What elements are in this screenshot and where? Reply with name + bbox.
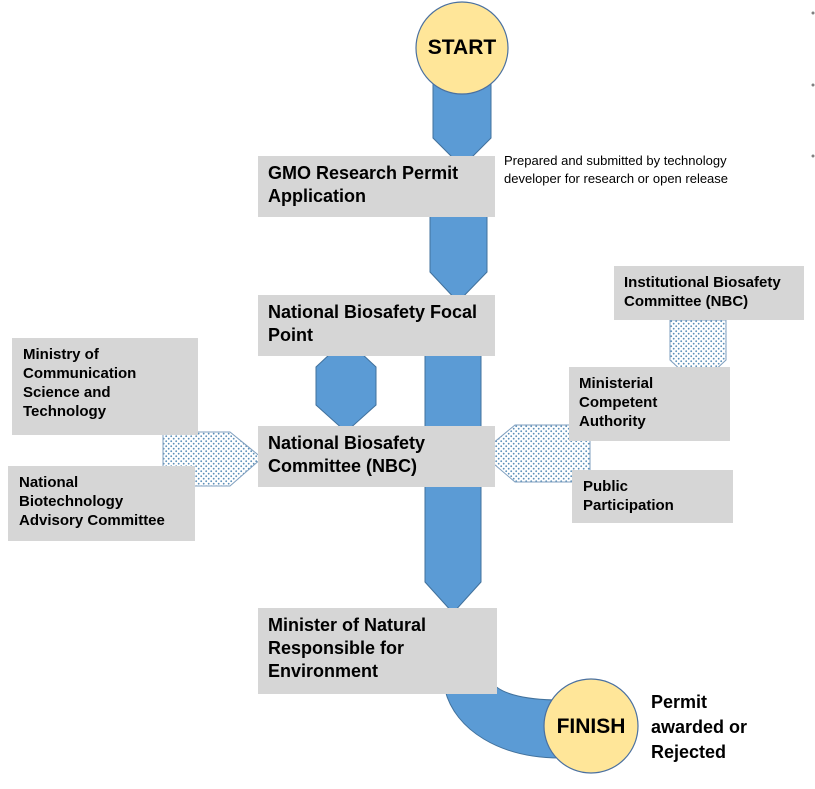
node-ibc: Institutional Biosafety Committee (NBC): [614, 266, 804, 320]
edge-dots: [811, 11, 815, 158]
node-ministry-communication: Ministry of Communication Science and Te…: [12, 338, 198, 435]
node-public-participation: Public Participation: [572, 470, 733, 523]
node-minister: Minister of Natural Responsible for Envi…: [258, 608, 497, 694]
finish-label: FINISH: [556, 715, 626, 738]
start-label: START: [427, 36, 497, 59]
node-nbc: National Biosafety Committee (NBC): [258, 426, 495, 487]
node-gmo-application: GMO Research Permit Application: [258, 156, 495, 217]
node-focal-point: National Biosafety Focal Point: [258, 295, 495, 356]
node-competent-authority: Ministerial Competent Authority: [569, 367, 730, 441]
start-circle: [415, 1, 509, 95]
finish-circle: [543, 678, 639, 774]
finish-note: Permit awarded or Rejected: [651, 692, 748, 762]
arrow-application-to-focal: [429, 215, 488, 303]
node-nbac: National Biotechnology Advisory Committe…: [8, 466, 195, 541]
application-note: Prepared and submitted by technology dev…: [504, 153, 729, 186]
